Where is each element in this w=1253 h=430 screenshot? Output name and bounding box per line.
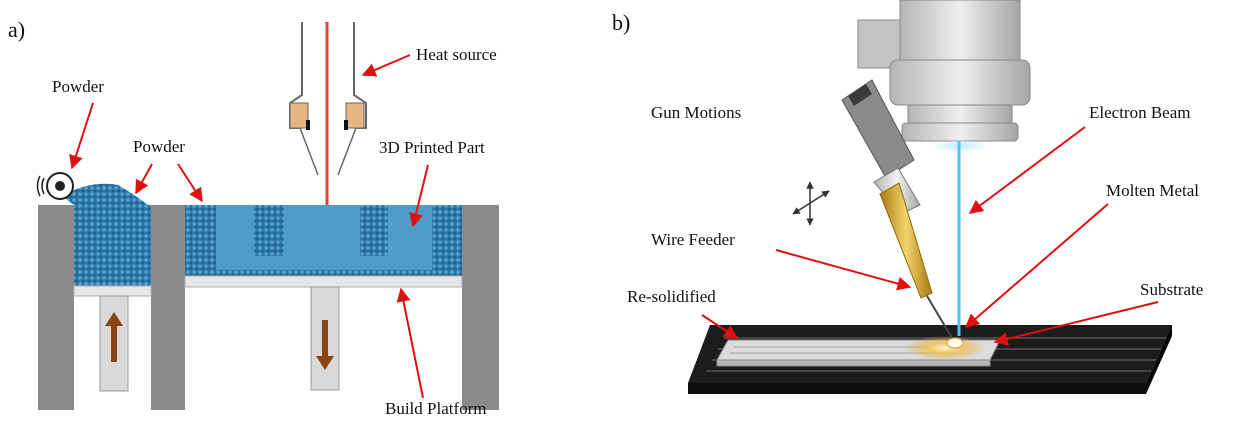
left-wall — [38, 205, 74, 410]
panel-a-tag: a) — [8, 17, 25, 42]
label-printed-part: 3D Printed Part — [379, 138, 485, 157]
down-arrow-icon — [316, 356, 334, 370]
label-molten-metal: Molten Metal — [1106, 181, 1199, 200]
gun-motions-arrows-icon — [792, 181, 830, 226]
arrow-molten-metal — [964, 203, 1109, 328]
powder-supply — [74, 186, 151, 286]
label-re-solidified: Re-solidified — [627, 287, 716, 306]
up-arrow-icon — [105, 312, 123, 326]
middle-wall — [151, 205, 185, 410]
powder-mound — [62, 183, 148, 205]
panel-a: a) — [8, 17, 499, 418]
label-electron-beam: Electron Beam — [1089, 103, 1191, 122]
supply-platform — [73, 285, 152, 297]
arrow-build-platform — [396, 287, 424, 399]
arrow-printed-part — [409, 164, 429, 228]
right-wall — [462, 205, 499, 410]
label-build-platform: Build Platform — [385, 399, 487, 418]
arrow-re-solidified — [701, 314, 739, 339]
label-powder-left: Powder — [52, 77, 104, 96]
printed-part — [216, 205, 432, 270]
piston-up-arrow-shaft — [111, 322, 117, 362]
wire-feeder — [841, 79, 953, 339]
arrow-substrate — [993, 301, 1159, 346]
heat-source — [289, 22, 367, 205]
arrow-powder-mid-1 — [135, 163, 153, 195]
melt-glow — [905, 336, 985, 360]
part-cavity-left — [254, 205, 284, 256]
build-platform — [184, 275, 463, 288]
arrow-powder-mid-2 — [177, 163, 203, 203]
arrow-heat-source — [361, 54, 411, 77]
electron-gun — [857, 0, 1031, 336]
piston-down-arrow-shaft — [322, 320, 328, 360]
label-heat-source: Heat source — [416, 45, 497, 64]
part-cavity-right — [360, 205, 388, 256]
molten-pool — [946, 337, 964, 349]
panel-b-tag: b) — [612, 10, 630, 35]
arrow-wire-feeder — [775, 249, 912, 291]
arrow-electron-beam — [968, 126, 1086, 214]
deposited-bar — [716, 336, 1001, 367]
label-powder-mid: Powder — [133, 137, 185, 156]
label-substrate: Substrate — [1140, 280, 1203, 299]
panel-b: b) — [612, 0, 1203, 394]
label-gun-motions: Gun Motions — [651, 103, 741, 122]
arrow-powder-left — [69, 102, 94, 170]
label-wire-feeder: Wire Feeder — [651, 230, 735, 249]
